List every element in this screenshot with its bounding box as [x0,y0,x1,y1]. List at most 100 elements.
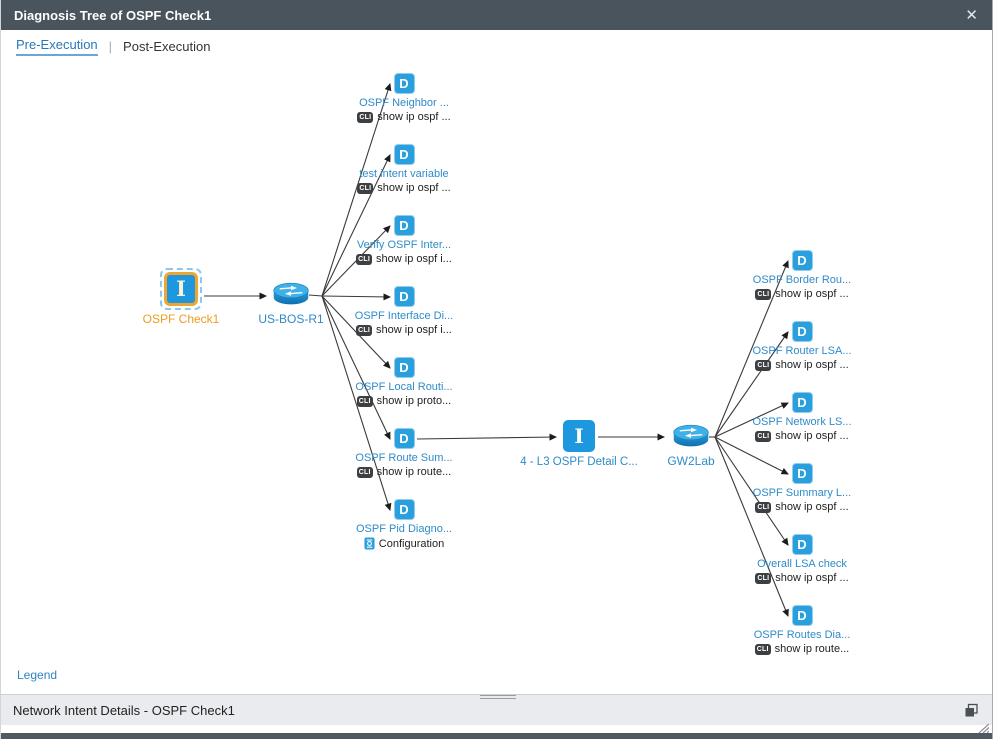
diagnosis-icon[interactable]: D [393,357,415,378]
resize-grip-icon[interactable] [977,723,989,733]
diagnosis-label[interactable]: test intent variable [359,168,449,180]
cli-badge: CLI [754,643,771,655]
diagnosis-label[interactable]: OSPF Interface Di... [354,310,454,322]
device-label[interactable]: US-BOS-R1 [258,312,324,326]
diagnosis-icon[interactable]: D [393,499,415,520]
network-intent-details-panel: Network Intent Details - OSPF Check1 [1,694,992,725]
diagnosis-icon[interactable]: D [393,73,415,94]
command-text: show ip ospf ... [377,111,451,123]
diagnosis-label[interactable]: OSPF Summary L... [752,487,852,499]
cli-badge: CLI [755,288,772,300]
diagnosis-command: Configuration [339,537,469,550]
command-text: show ip ospf ... [775,501,849,513]
cli-badge: CLI [755,572,772,584]
execution-tabs: Pre-Execution | Post-Execution [1,30,992,63]
configuration-icon [364,537,375,550]
diagnosis-icon[interactable]: D [791,534,813,555]
diagnosis-icon[interactable]: D [791,463,813,484]
command-text: show ip ospf ... [775,288,849,300]
cli-badge: CLI [356,395,373,407]
diagnosis-icon[interactable]: D [791,250,813,271]
cli-badge: CLI [755,501,772,513]
command-text: show ip ospf i... [376,324,452,336]
legend-link[interactable]: Legend [17,668,58,682]
command-text: show ip ospf ... [775,572,849,584]
device-node-us-bos-r1[interactable]: US-BOS-R1 [246,281,336,326]
router-icon[interactable] [272,281,310,307]
popout-icon[interactable] [964,703,979,718]
diagnosis-icon[interactable]: D [393,428,415,449]
intent-icon[interactable]: I [563,420,595,452]
diagnosis-icon[interactable]: D [791,392,813,413]
intent-icon[interactable]: I [164,272,198,306]
diagnosis-label[interactable]: OSPF Local Routi... [355,381,453,393]
cli-badge: CLI [356,253,373,265]
selection-outline: I [160,268,202,310]
command-text: Configuration [378,537,445,550]
command-text: show ip route... [376,466,452,478]
diagnosis-icon[interactable]: D [393,215,415,236]
device-node-gw2lab[interactable]: GW2Lab [646,423,736,468]
diagnosis-label[interactable]: OSPF Neighbor ... [359,97,449,109]
diagnosis-label[interactable]: Overall LSA check [757,558,847,570]
details-panel-title: Network Intent Details - OSPF Check1 [13,703,235,718]
close-icon[interactable]: ✕ [965,7,978,24]
dialog-bottom-edge [1,733,992,739]
cli-badge: CLI [356,466,373,478]
diagnosis-icon[interactable]: D [393,144,415,165]
diagnosis-label[interactable]: OSPF Router LSA... [752,345,852,357]
dialog-titlebar: Diagnosis Tree of OSPF Check1 ✕ [1,0,992,30]
tab-separator: | [108,39,113,54]
device-label[interactable]: GW2Lab [667,454,715,468]
cli-badge: CLI [755,430,772,442]
diagnosis-label[interactable]: OSPF Pid Diagno... [356,523,452,535]
diagnosis-label[interactable]: OSPF Border Rou... [752,274,852,286]
intent-node-label[interactable]: 4 - L3 OSPF Detail C... [520,456,638,468]
dialog-title: Diagnosis Tree of OSPF Check1 [14,7,212,23]
diagnosis-label[interactable]: OSPF Routes Dia... [753,629,851,641]
diagnosis-icon[interactable]: D [791,605,813,626]
command-text: show ip ospf ... [377,182,451,194]
panel-resize-handle[interactable] [480,695,516,701]
intent-node-root[interactable]: I OSPF Check1 [131,268,231,326]
diagnosis-node[interactable]: D OSPF Pid Diagno... Configuration [339,499,469,550]
diagnosis-label[interactable]: Verify OSPF Inter... [356,239,452,251]
cli-badge: CLI [356,324,373,336]
cli-badge: CLI [357,111,374,123]
tab-pre-execution[interactable]: Pre-Execution [16,37,98,56]
router-icon[interactable] [672,423,710,449]
diagnosis-icon[interactable]: D [393,286,415,307]
intent-node-label[interactable]: OSPF Check1 [142,312,220,326]
diagnosis-label[interactable]: OSPF Network LS... [752,416,852,428]
command-text: show ip ospf ... [775,359,849,371]
tab-post-execution[interactable]: Post-Execution [123,39,211,54]
diagnosis-label[interactable]: OSPF Route Sum... [355,452,453,464]
command-text: show ip proto... [376,395,452,407]
intent-node-mid[interactable]: I 4 - L3 OSPF Detail C... [514,420,644,468]
command-text: show ip route... [774,643,850,655]
diagnosis-icon[interactable]: D [791,321,813,342]
